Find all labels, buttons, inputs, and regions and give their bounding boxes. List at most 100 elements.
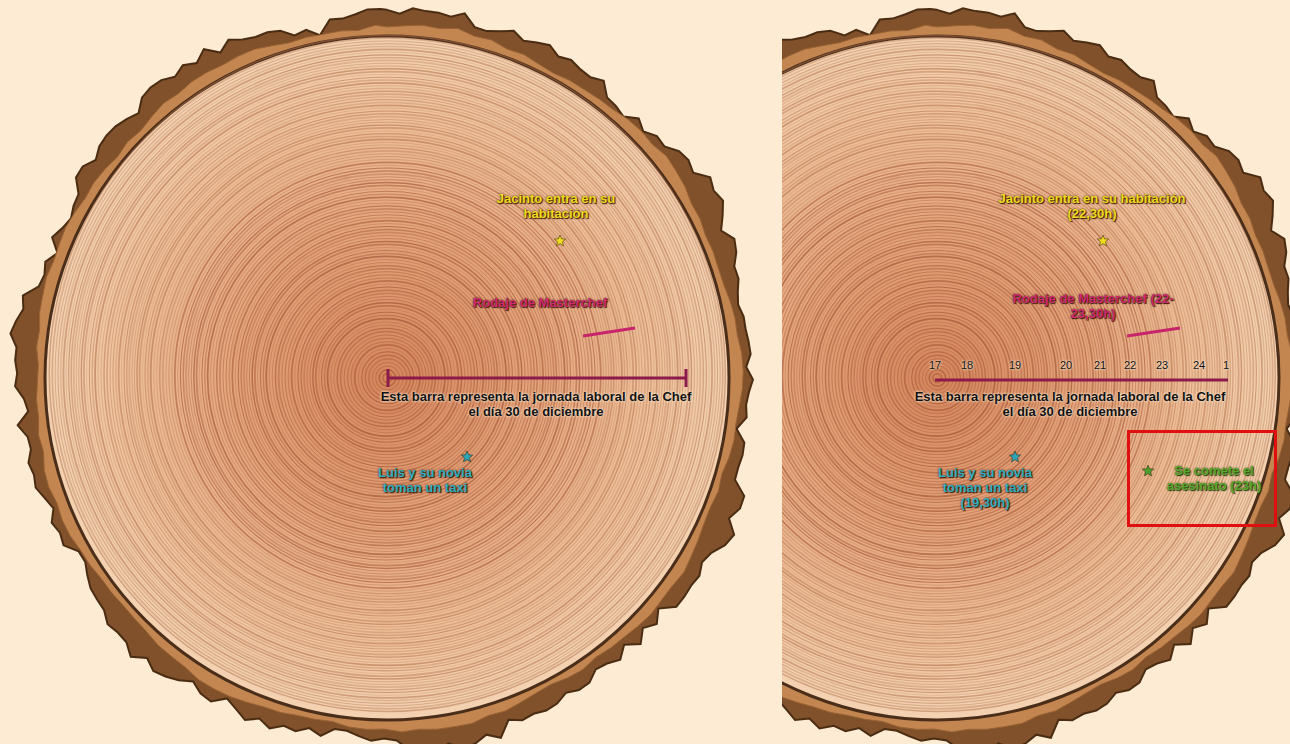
growth-ring [799,238,1075,514]
growth-ring [186,174,589,577]
growth-ring [238,227,537,526]
growth-ring [782,212,1101,540]
event-star [1097,235,1108,246]
growth-ring [134,122,639,627]
growth-ring [81,69,691,679]
growth-ring [788,227,1087,526]
growth-ring [263,253,509,499]
growth-ring [132,119,642,629]
annotation-label: Jacinto entra en su habitación (22,30h) [997,192,1187,222]
growth-ring [782,108,1204,641]
event-star [554,235,565,246]
growth-ring [191,180,583,572]
growth-ring [223,212,551,540]
growth-ring [782,159,1153,591]
growth-ring [63,49,712,698]
growth-ring [782,77,1233,671]
annotation-label: Luis y su novia toman un taxi [360,466,490,496]
growth-ring [797,235,1079,517]
growth-ring [247,235,529,517]
event-star [1142,465,1153,476]
annotation-label: Rodaje de Masterchef [440,296,640,311]
hour-tick-label: 20 [1054,359,1078,372]
growth-ring [124,111,651,638]
growth-ring [782,194,1118,557]
growth-ring [58,44,718,704]
growth-ring [782,83,1228,666]
hour-tick-label: 24 [1187,359,1211,372]
growth-ring [860,300,1015,455]
growth-ring [214,203,560,549]
inner-bark [37,25,744,732]
tree-slice [10,8,752,744]
growth-ring [782,66,1244,682]
growth-ring [116,102,660,646]
growth-ring [782,125,1186,624]
growth-ring [832,272,1042,482]
growth-ring [782,72,1239,677]
growth-ring [813,253,1059,499]
hour-tick-label: 21 [1088,359,1112,372]
growth-ring [199,188,574,563]
growth-ring [61,47,715,701]
annotation-label: Jacinto entra en su habitación [486,192,626,222]
annotation-label: Luis y su novia toman un taxi (19,30h) [920,466,1050,511]
growth-ring [252,241,522,511]
bark [10,8,752,744]
growth-ring [845,284,1031,470]
growth-ring [891,332,983,424]
highlight-box: Se comete el asesinato (23h) [1127,430,1277,527]
growth-ring [229,218,546,535]
growth-ring [220,209,554,543]
workday-bar [935,379,1228,382]
wood [782,36,1279,720]
growth-ring [782,44,1268,704]
growth-ring [782,69,1242,679]
growth-ring [782,197,1115,554]
hour-tick-label: 22 [1118,359,1142,372]
growth-ring [208,197,565,554]
growth-ring [255,244,519,508]
growth-ring [76,63,697,684]
growth-ring [172,159,604,591]
growth-ring [782,41,1270,706]
growth-ring [87,74,686,673]
growth-ring [104,91,670,657]
growth-ring [810,250,1062,502]
growth-ring [235,224,540,529]
bar-end [387,369,390,387]
growth-ring [881,322,992,433]
growth-ring [217,206,557,546]
growth-ring [894,335,979,420]
growth-ring [782,183,1130,569]
growth-ring [872,312,1002,442]
event-label: Se comete el asesinato (23h) [1162,464,1266,494]
growth-ring [260,250,512,502]
growth-ring [113,100,662,649]
growth-ring [127,114,649,636]
growth-ring [79,66,695,682]
growth-ring [140,128,634,622]
growth-ring [175,162,601,588]
event-star [1009,451,1020,462]
growth-ring [137,125,636,624]
growth-ring [249,238,525,514]
filming-mark [1127,328,1180,336]
growth-ring [848,287,1028,467]
growth-ring [244,232,531,519]
annotation-label: Esta barra representa la jornada laboral… [380,390,692,420]
growth-ring [838,278,1036,476]
growth-ring [84,72,689,677]
growth-ring [782,86,1225,663]
hour-tick-label: 1 [1216,359,1236,372]
growth-ring [782,203,1109,549]
wood [45,36,729,720]
growth-ring [89,77,683,671]
growth-ring [802,241,1072,511]
hour-tick-label: 19 [1003,359,1027,372]
growth-ring [196,185,576,565]
growth-ring [782,221,1093,532]
growth-ring [785,224,1090,529]
growth-ring [232,221,543,532]
